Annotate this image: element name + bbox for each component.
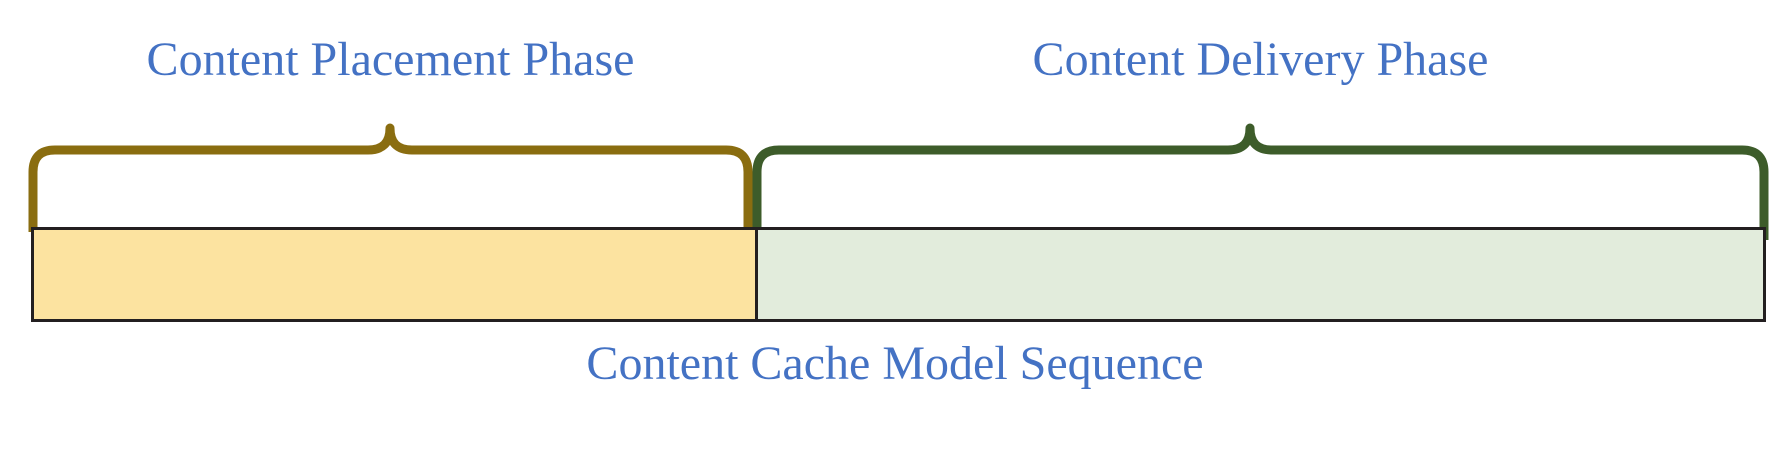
brace-placement-icon	[28, 123, 753, 240]
brace-delivery-icon	[752, 123, 1769, 240]
phase-label-placement: Content Placement Phase	[146, 33, 635, 86]
phase-label-delivery: Content Delivery Phase	[1032, 33, 1489, 86]
sequence-caption: Content Cache Model Sequence	[586, 337, 1204, 390]
sequence-segment-delivery	[758, 230, 1763, 319]
sequence-segment-placement	[34, 230, 758, 319]
sequence-bar	[31, 227, 1766, 322]
